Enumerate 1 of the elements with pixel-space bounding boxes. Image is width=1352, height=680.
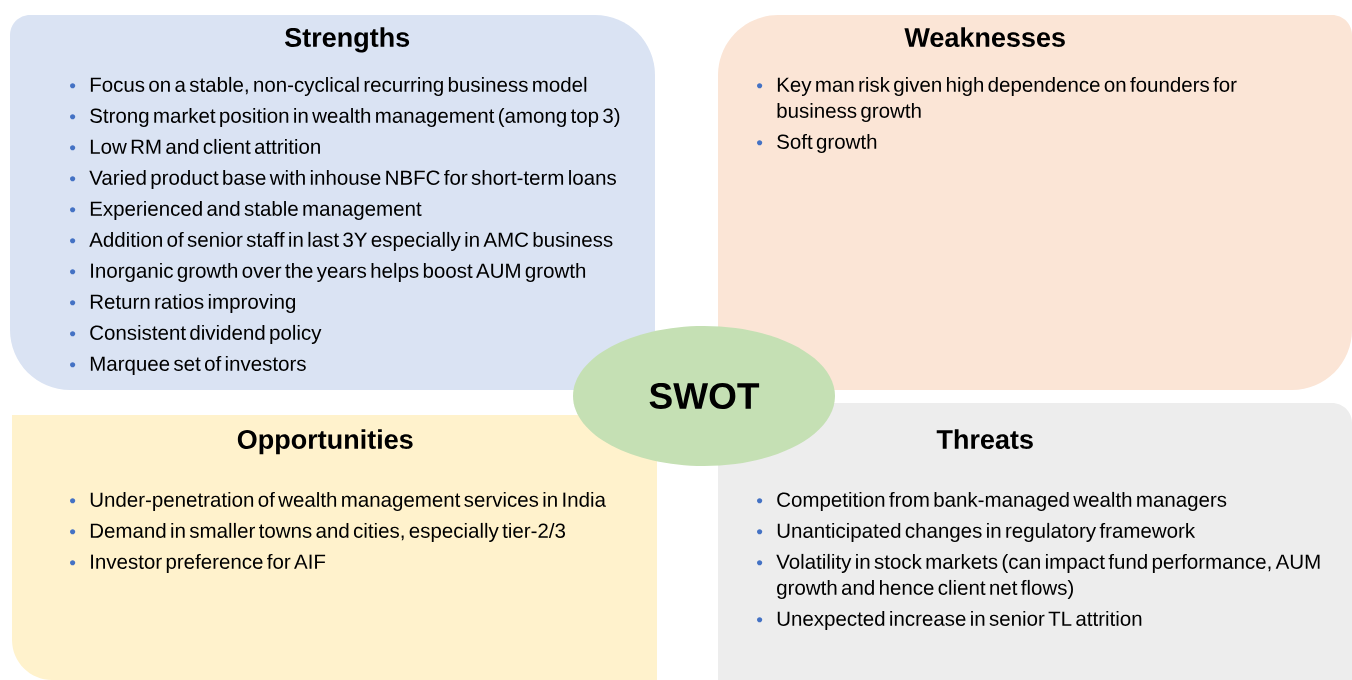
swot-quadrant: Opportunities Under-penetration of wealth management services in India Demand in smaller towns and cities, especially tier-2/3 Investor preference for AIF	[12, 415, 657, 680]
